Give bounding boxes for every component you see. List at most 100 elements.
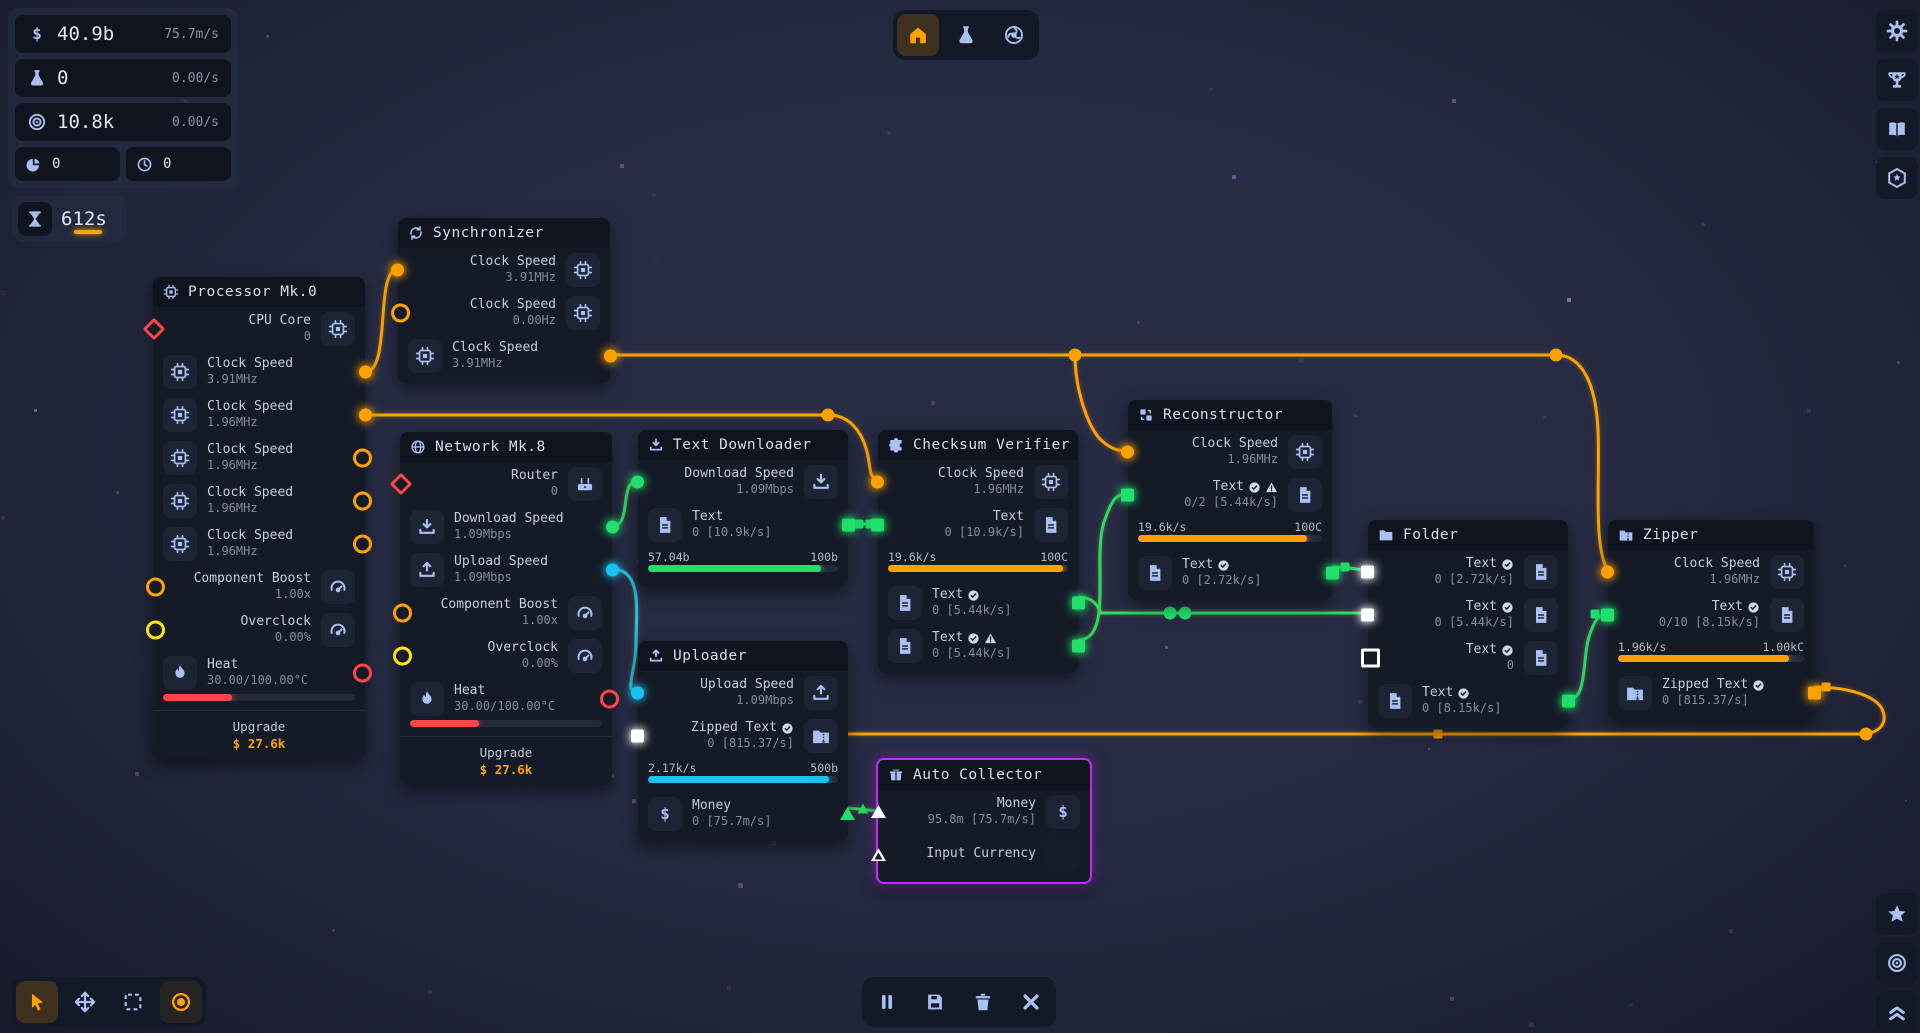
turbine-button[interactable] bbox=[993, 14, 1035, 56]
node-header[interactable]: Folder bbox=[1368, 520, 1568, 550]
encyclopedia-button[interactable] bbox=[1876, 108, 1918, 150]
upgrade-button[interactable]: Upgrade$ 27.6k bbox=[400, 736, 612, 779]
node-header[interactable]: Network Mk.8 bbox=[400, 432, 612, 462]
lab-button[interactable] bbox=[945, 14, 987, 56]
node-header[interactable]: Synchronizer bbox=[398, 218, 610, 248]
port-in-text[interactable] bbox=[1121, 488, 1134, 501]
port-out-clock-speed[interactable] bbox=[604, 349, 617, 362]
port-in-text[interactable] bbox=[1361, 608, 1374, 621]
wire-proc-to-sync[interactable] bbox=[363, 267, 400, 374]
delete-button[interactable] bbox=[962, 981, 1004, 1023]
wire-net-to-downloader[interactable] bbox=[610, 479, 640, 528]
port-out-text[interactable] bbox=[1326, 566, 1339, 579]
collapse-button[interactable] bbox=[1876, 991, 1918, 1033]
move-tool-button[interactable] bbox=[64, 981, 106, 1023]
home-button[interactable] bbox=[897, 14, 939, 56]
port-in-upload-speed[interactable] bbox=[631, 686, 644, 699]
row-input-currency[interactable]: Input Currency bbox=[871, 833, 1090, 876]
node-header[interactable]: Zipper bbox=[1608, 520, 1814, 550]
badges-button[interactable] bbox=[1876, 157, 1918, 199]
port-in-clock-speed[interactable] bbox=[391, 303, 410, 322]
port-out-heat[interactable] bbox=[353, 663, 372, 682]
pointer-tool-button[interactable] bbox=[16, 981, 58, 1023]
wire-pin[interactable] bbox=[1340, 562, 1350, 572]
wire-waypoint[interactable] bbox=[821, 408, 835, 422]
port-out-clock-speed[interactable] bbox=[359, 408, 372, 421]
node-header[interactable]: Processor Mk.0 bbox=[153, 277, 365, 307]
node-header[interactable]: Auto Collector bbox=[878, 760, 1090, 790]
wire-net-to-uploader[interactable] bbox=[610, 567, 640, 694]
port-in-overclock[interactable] bbox=[393, 646, 412, 665]
port-in-component-boost[interactable] bbox=[146, 577, 165, 596]
wire-checksum-to-reconstructor[interactable] bbox=[1076, 492, 1130, 642]
achievements-button[interactable] bbox=[1876, 59, 1918, 101]
port-out-clock-speed[interactable] bbox=[353, 491, 372, 510]
settings-button[interactable] bbox=[1876, 10, 1918, 52]
port-in-component-boost[interactable] bbox=[393, 603, 412, 622]
favorites-button[interactable] bbox=[1876, 893, 1918, 935]
node-header[interactable]: Text Downloader bbox=[638, 430, 848, 460]
port-in-text[interactable] bbox=[1601, 608, 1614, 621]
port-in-clock-speed[interactable] bbox=[391, 263, 404, 276]
port-in-text[interactable] bbox=[871, 518, 884, 531]
port-in-clock-speed[interactable] bbox=[871, 475, 884, 488]
port-out-download-speed[interactable] bbox=[606, 520, 619, 533]
port-in-text[interactable] bbox=[1361, 565, 1374, 578]
wire-waypoint[interactable] bbox=[1859, 727, 1873, 741]
port-out-text[interactable] bbox=[1072, 639, 1085, 652]
marquee-tool-button[interactable] bbox=[112, 981, 154, 1023]
port-out-clock-speed[interactable] bbox=[353, 534, 372, 553]
snap-tool-button[interactable] bbox=[160, 981, 202, 1023]
wire-sync-to-reconstructor[interactable] bbox=[1073, 353, 1130, 453]
wire-folder-to-zipper[interactable] bbox=[1566, 612, 1610, 702]
port-out-heat[interactable] bbox=[600, 689, 619, 708]
save-button[interactable] bbox=[914, 981, 956, 1023]
node-header[interactable]: Uploader bbox=[638, 641, 848, 671]
port-in-overclock[interactable] bbox=[146, 620, 165, 639]
port-out-zipped-text[interactable] bbox=[1808, 686, 1821, 699]
port-out-clock-speed[interactable] bbox=[353, 448, 372, 467]
node-header[interactable]: Reconstructor bbox=[1128, 400, 1332, 430]
port-in-clock-speed[interactable] bbox=[1601, 565, 1614, 578]
wire-waypoint[interactable] bbox=[1163, 606, 1177, 620]
port-out-text[interactable] bbox=[842, 518, 855, 531]
